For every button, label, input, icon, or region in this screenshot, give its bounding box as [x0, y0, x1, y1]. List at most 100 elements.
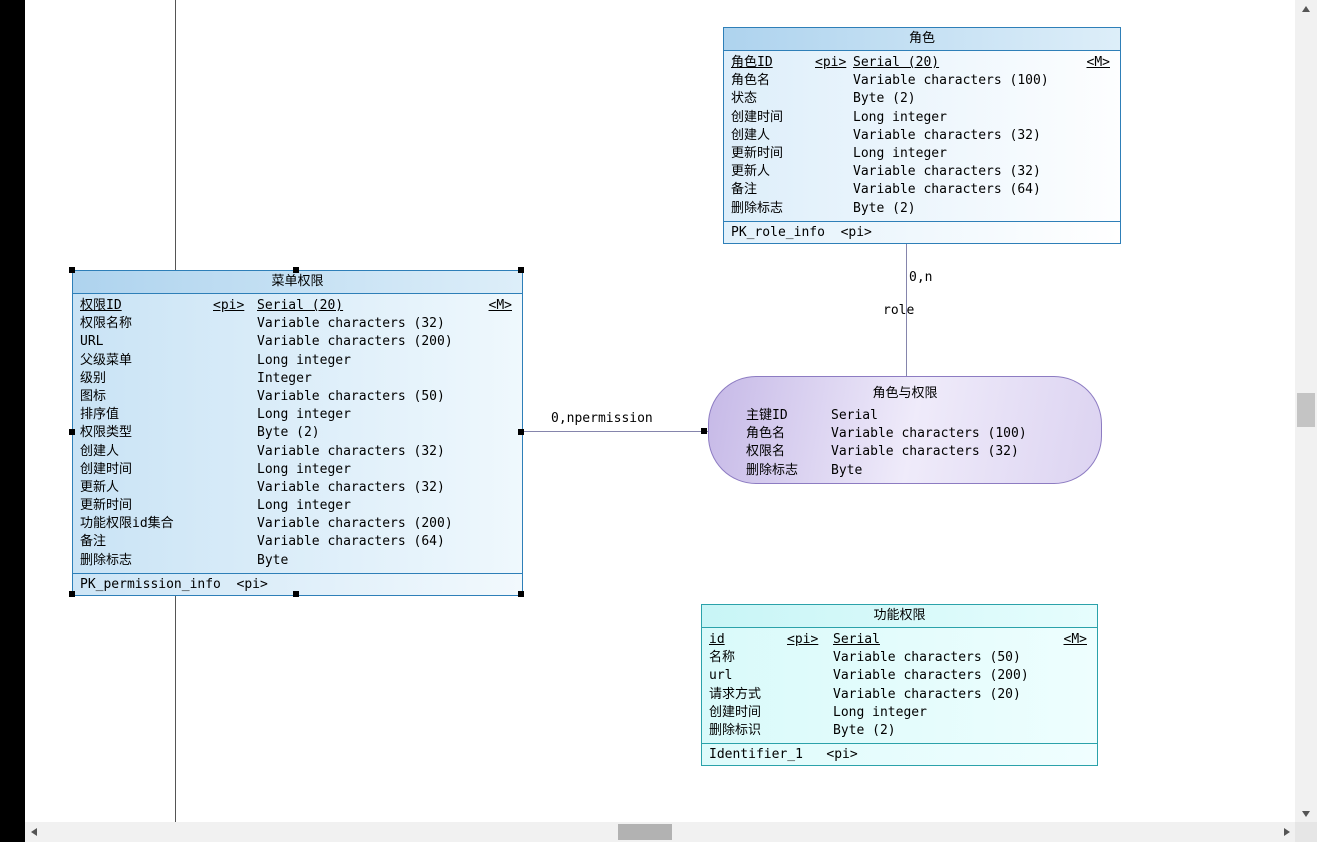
primary-identifier-flag	[787, 704, 833, 722]
attribute-datatype: Serial	[831, 408, 878, 423]
entity-role[interactable]: 角色 角色ID <pi> Serial (20) <M> 角色名 Variabl…	[723, 27, 1121, 244]
attribute-row: URL Variable characters (200)	[80, 333, 512, 351]
attribute-row: 权限名称 Variable characters (32)	[80, 315, 512, 333]
horizontal-scrollbar[interactable]	[25, 822, 1295, 842]
entity-identifier-footer: Identifier_1 <pi>	[702, 743, 1097, 766]
primary-identifier-flag: <pi>	[787, 632, 819, 647]
selection-handle[interactable]	[518, 267, 524, 273]
attribute-name: url	[709, 668, 733, 684]
attribute-datatype: Byte	[831, 462, 863, 478]
attribute-name: 更新时间	[80, 498, 133, 514]
attribute-row: 主键ID Serial	[746, 407, 1091, 425]
entity-function-permission[interactable]: 功能权限 id <pi> Serial <M> 名称 Variable char…	[701, 604, 1098, 767]
primary-identifier-flag	[213, 388, 257, 406]
attribute-row: 创建人 Variable characters (32)	[80, 443, 512, 461]
attribute-datatype: Variable characters (64)	[257, 534, 445, 550]
primary-identifier-flag	[815, 163, 853, 181]
attribute-datatype: Byte (2)	[833, 722, 896, 738]
attribute-name: 删除标志	[731, 200, 784, 216]
attribute-row: 更新时间 Long integer	[731, 145, 1110, 163]
relationship-line-role-rolepermission[interactable]	[906, 244, 907, 376]
selection-handle[interactable]	[69, 429, 75, 435]
entity-role-permission[interactable]: 角色与权限 主键ID Serial 角色名 Variable character…	[708, 376, 1102, 484]
attribute-row: 创建人 Variable characters (32)	[731, 127, 1110, 145]
attribute-name: 删除标志	[80, 552, 133, 568]
attribute-name: 主键ID	[746, 408, 788, 423]
diagram-canvas[interactable]: 0,n role 0,npermission 角色 角色ID <pi> Seri…	[25, 0, 1295, 822]
entity-identifier-footer: PK_role_info <pi>	[724, 220, 1120, 243]
attribute-name: 角色名	[746, 426, 786, 442]
attribute-row: 备注 Variable characters (64)	[731, 181, 1110, 199]
entity-menu-permission[interactable]: 菜单权限 权限ID <pi> Serial (20) <M> 权限名称 Vari…	[72, 270, 523, 596]
attribute-datatype: Variable characters (100)	[853, 73, 1049, 89]
cardinality-label: 0,n	[909, 270, 933, 285]
scroll-right-button[interactable]	[1278, 822, 1295, 842]
entity-title: 角色	[724, 28, 1120, 51]
attribute-row: 删除标志 Byte	[80, 552, 512, 570]
primary-identifier-flag	[815, 90, 853, 108]
primary-identifier-flag	[213, 370, 257, 388]
selection-handle[interactable]	[293, 267, 299, 273]
primary-identifier-flag	[815, 109, 853, 127]
primary-identifier-flag	[213, 315, 257, 333]
primary-identifier-flag	[787, 722, 833, 740]
right-arrow-icon	[1283, 828, 1290, 836]
attribute-row: id <pi> Serial <M>	[709, 631, 1087, 649]
selection-handle[interactable]	[69, 267, 75, 273]
attribute-datatype: Long integer	[257, 407, 351, 423]
attribute-datatype: Variable characters (32)	[257, 479, 445, 495]
attribute-datatype: Long integer	[833, 704, 927, 720]
attribute-datatype: Variable characters (64)	[853, 182, 1041, 198]
attribute-name: 权限名称	[80, 316, 133, 332]
attribute-row: 备注 Variable characters (64)	[80, 533, 512, 551]
attribute-name: 排序值	[80, 407, 120, 423]
horizontal-scrollbar-thumb[interactable]	[618, 824, 672, 840]
attribute-datatype: Byte	[257, 552, 289, 568]
primary-identifier-flag	[815, 181, 853, 199]
attribute-datatype: Long integer	[257, 352, 351, 368]
selection-handle[interactable]	[518, 591, 524, 597]
scroll-up-button[interactable]	[1295, 0, 1317, 17]
left-arrow-icon	[30, 828, 37, 836]
attribute-datatype: Variable characters (100)	[831, 426, 1027, 442]
primary-identifier-flag	[213, 406, 257, 424]
relationship-line-menupermission-rolepermission[interactable]	[522, 431, 708, 432]
attribute-row: 功能权限id集合 Variable characters (200)	[80, 515, 512, 533]
primary-identifier-flag	[213, 443, 257, 461]
primary-identifier-flag	[815, 72, 853, 90]
attribute-row: 创建时间 Long integer	[709, 704, 1087, 722]
vertical-scrollbar[interactable]	[1295, 0, 1317, 822]
attribute-row: 请求方式 Variable characters (20)	[709, 686, 1087, 704]
primary-identifier-flag	[787, 649, 833, 667]
primary-identifier-flag	[213, 533, 257, 551]
attribute-datatype: Byte (2)	[257, 425, 320, 441]
attribute-list: 主键ID Serial 角色名 Variable characters (100…	[709, 404, 1101, 483]
entity-title: 功能权限	[702, 605, 1097, 628]
scroll-left-button[interactable]	[25, 822, 42, 842]
mandatory-flag: <M>	[488, 298, 512, 313]
selection-handle[interactable]	[518, 429, 524, 435]
primary-identifier-flag	[815, 200, 853, 218]
attribute-datatype: Integer	[257, 370, 312, 386]
selection-handle[interactable]	[69, 591, 75, 597]
scroll-down-button[interactable]	[1295, 805, 1317, 822]
primary-identifier-flag	[213, 352, 257, 370]
primary-identifier-flag	[787, 686, 833, 704]
attribute-row: 更新时间 Long integer	[80, 497, 512, 515]
mandatory-flag: <M>	[1086, 55, 1110, 70]
primary-identifier-flag	[213, 497, 257, 515]
attribute-datatype: Byte (2)	[853, 91, 916, 107]
attribute-row: 排序值 Long integer	[80, 406, 512, 424]
attribute-name: 创建时间	[731, 109, 784, 125]
vertical-scrollbar-thumb[interactable]	[1297, 393, 1315, 427]
attribute-datatype: Serial (20)	[853, 55, 940, 70]
cardinality-role-label: 0,npermission	[551, 411, 653, 426]
primary-identifier-flag	[213, 552, 257, 570]
attribute-name: 权限名	[746, 444, 786, 460]
attribute-name: 备注	[80, 534, 107, 550]
attribute-datatype: Serial (20)	[257, 298, 344, 313]
selection-handle[interactable]	[293, 591, 299, 597]
attribute-row: 父级菜单 Long integer	[80, 352, 512, 370]
attribute-row: 权限ID <pi> Serial (20) <M>	[80, 297, 512, 315]
connector-endpoint-handle[interactable]	[701, 428, 707, 434]
